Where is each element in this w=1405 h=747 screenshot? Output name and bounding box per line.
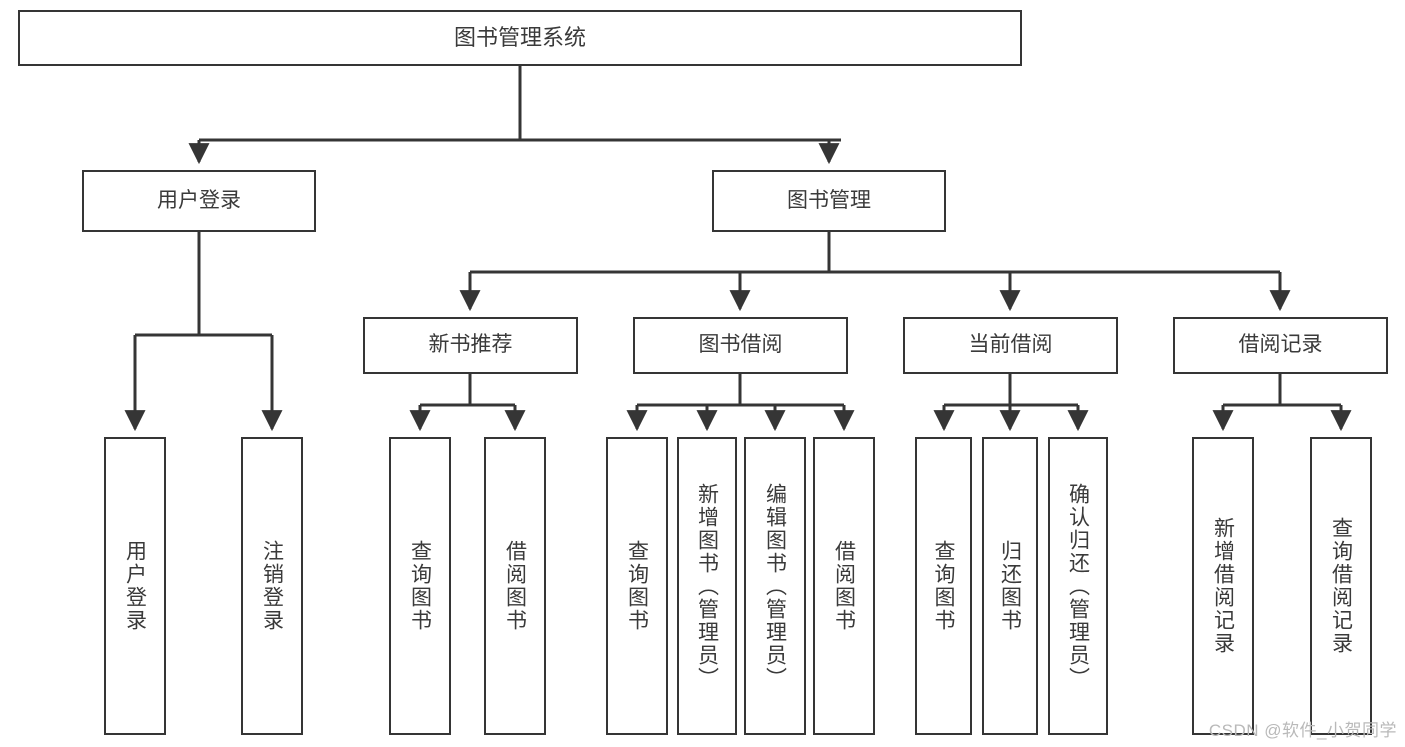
node-leaf-query-book-1[interactable]: 查询图书 [389, 437, 451, 735]
node-borrow-record[interactable]: 借阅记录 [1173, 317, 1388, 374]
node-leaf-query-book-2[interactable]: 查询图书 [606, 437, 668, 735]
node-root-label: 图书管理系统 [453, 25, 586, 51]
node-current-borrow-label: 当前借阅 [968, 333, 1053, 357]
node-root[interactable]: 图书管理系统 [18, 10, 1022, 66]
node-leaf-add-book[interactable]: 新增图书（管理员） [677, 437, 737, 735]
node-book-manage[interactable]: 图书管理 [712, 170, 946, 232]
node-leaf-add-record[interactable]: 新增借阅记录 [1192, 437, 1254, 735]
node-leaf-query-book-2-label: 查询图书 [625, 540, 649, 632]
node-new-book-recommend-label: 新书推荐 [428, 333, 513, 357]
node-leaf-borrow-book-1[interactable]: 借阅图书 [484, 437, 546, 735]
node-user-login[interactable]: 用户登录 [82, 170, 316, 232]
node-leaf-borrow-book-1-label: 借阅图书 [503, 540, 527, 632]
node-borrow-record-label: 借阅记录 [1238, 333, 1323, 357]
node-leaf-confirm-return[interactable]: 确认归还（管理员） [1048, 437, 1108, 735]
node-new-book-recommend[interactable]: 新书推荐 [363, 317, 578, 374]
node-user-login-label: 用户登录 [157, 188, 241, 212]
node-leaf-logout[interactable]: 注销登录 [241, 437, 303, 735]
node-leaf-query-record[interactable]: 查询借阅记录 [1310, 437, 1372, 735]
node-book-borrow[interactable]: 图书借阅 [633, 317, 848, 374]
watermark: CSDN @软件_小贺同学 [1208, 721, 1397, 740]
node-leaf-logout-label: 注销登录 [260, 540, 284, 632]
node-leaf-edit-book[interactable]: 编辑图书（管理员） [744, 437, 806, 735]
node-leaf-user-login[interactable]: 用户登录 [104, 437, 166, 735]
node-leaf-add-record-label: 新增借阅记录 [1211, 517, 1235, 655]
node-leaf-return-book[interactable]: 归还图书 [982, 437, 1038, 735]
node-leaf-edit-book-label: 编辑图书（管理员） [763, 482, 787, 690]
node-leaf-query-book-1-label: 查询图书 [408, 540, 432, 632]
node-book-borrow-label: 图书借阅 [698, 333, 783, 357]
node-leaf-user-login-label: 用户登录 [123, 540, 147, 632]
node-leaf-query-record-label: 查询借阅记录 [1329, 517, 1353, 655]
node-leaf-add-book-label: 新增图书（管理员） [695, 482, 719, 690]
node-leaf-borrow-book-2[interactable]: 借阅图书 [813, 437, 875, 735]
node-leaf-borrow-book-2-label: 借阅图书 [832, 540, 856, 632]
node-leaf-query-book-3[interactable]: 查询图书 [915, 437, 972, 735]
node-current-borrow[interactable]: 当前借阅 [903, 317, 1118, 374]
node-leaf-query-book-3-label: 查询图书 [932, 540, 955, 632]
node-book-manage-label: 图书管理 [787, 188, 871, 212]
node-leaf-confirm-return-label: 确认归还（管理员） [1066, 482, 1090, 690]
node-leaf-return-book-label: 归还图书 [998, 540, 1022, 632]
